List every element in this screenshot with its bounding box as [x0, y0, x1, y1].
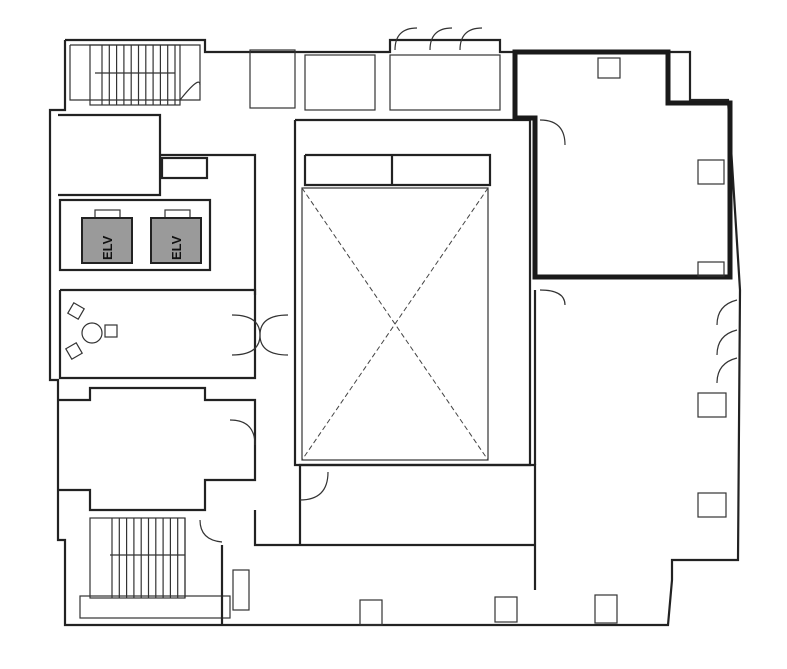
exterior-walls [48, 38, 742, 627]
elevator-2: ELV [150, 209, 202, 264]
stair-south [79, 517, 231, 619]
lobby-furniture [64, 301, 118, 361]
elevator-1: ELV [81, 209, 133, 264]
stair-north [89, 44, 201, 106]
atrium-void [301, 187, 489, 461]
doors [199, 27, 738, 543]
elevator-label: ELV [100, 235, 115, 260]
elevator-label: ELV [169, 235, 184, 260]
rooms [58, 49, 727, 626]
highlighted-unit [512, 49, 733, 280]
